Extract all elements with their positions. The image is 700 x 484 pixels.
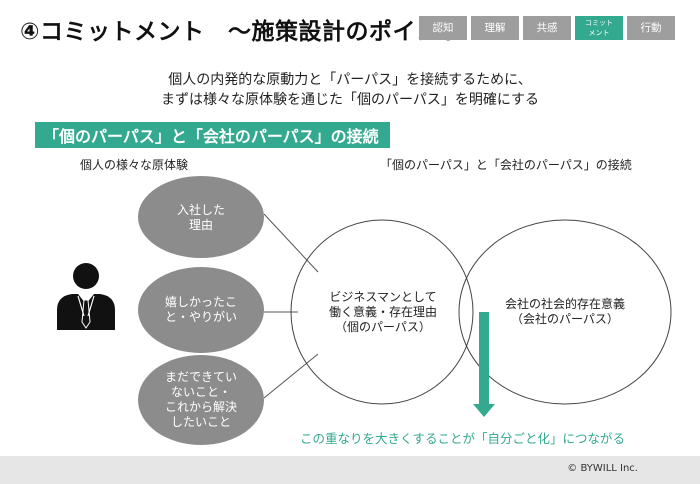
step-understanding: 理解: [471, 16, 519, 40]
experience-ellipse-2: [138, 267, 264, 353]
experience-ellipse-3: [138, 355, 264, 445]
company-purpose-text: 会社の社会的存在意義 （会社のパーパス）: [504, 297, 625, 326]
left-column-label: 個人の様々な原体験: [80, 158, 189, 172]
experience-text-2: 嬉しかったこ と・やりがい: [164, 295, 237, 324]
lead-line-2: まずは様々な原体験を通じた「個のパーパス」を明確にする: [161, 92, 539, 108]
connector-line-3: [263, 353, 319, 399]
step-action: 行動: [627, 16, 675, 40]
personal-purpose-text: ビジネスマンとして 働く意義・存在理由 （個のパーパス）: [328, 290, 437, 334]
section-banner: 「個のパーパス」と「会社のパーパス」の接続: [35, 122, 390, 148]
lead-text: 個人の内発的な原動力と「パーパス」を接続するために、 まずは様々な原体験を通じた…: [0, 70, 700, 110]
overlap-note: この重なりを大きくすることが「自分ごと化」につながる: [300, 431, 626, 446]
right-column-label: 「個のパーパス」と「会社のパーパス」の接続: [380, 158, 632, 172]
company-purpose-circle: [458, 219, 672, 405]
down-arrow-icon: [473, 312, 495, 417]
connector-line-1: [263, 213, 319, 273]
experience-text-3: まだできてい ないこと・ これから解決 したいこと: [164, 370, 237, 429]
page-title: ④コミットメント ～施策設計のポイント: [20, 19, 463, 45]
step-empathy: 共感: [523, 16, 571, 40]
copyright: © BYWILL Inc.: [567, 463, 638, 474]
step-commitment: コミット メント: [575, 16, 623, 40]
experience-ellipse-1: [138, 176, 264, 258]
step-awareness: 認知: [419, 16, 467, 40]
footer-bar: © BYWILL Inc.: [0, 456, 700, 484]
process-steps: 認知 理解 共感 コミット メント 行動: [419, 16, 675, 40]
experience-text-1: 入社した 理由: [176, 203, 225, 232]
lead-line-1: 個人の内発的な原動力と「パーパス」を接続するために、: [168, 72, 532, 88]
personal-purpose-circle: [290, 219, 474, 405]
businessperson-icon: [57, 263, 115, 330]
